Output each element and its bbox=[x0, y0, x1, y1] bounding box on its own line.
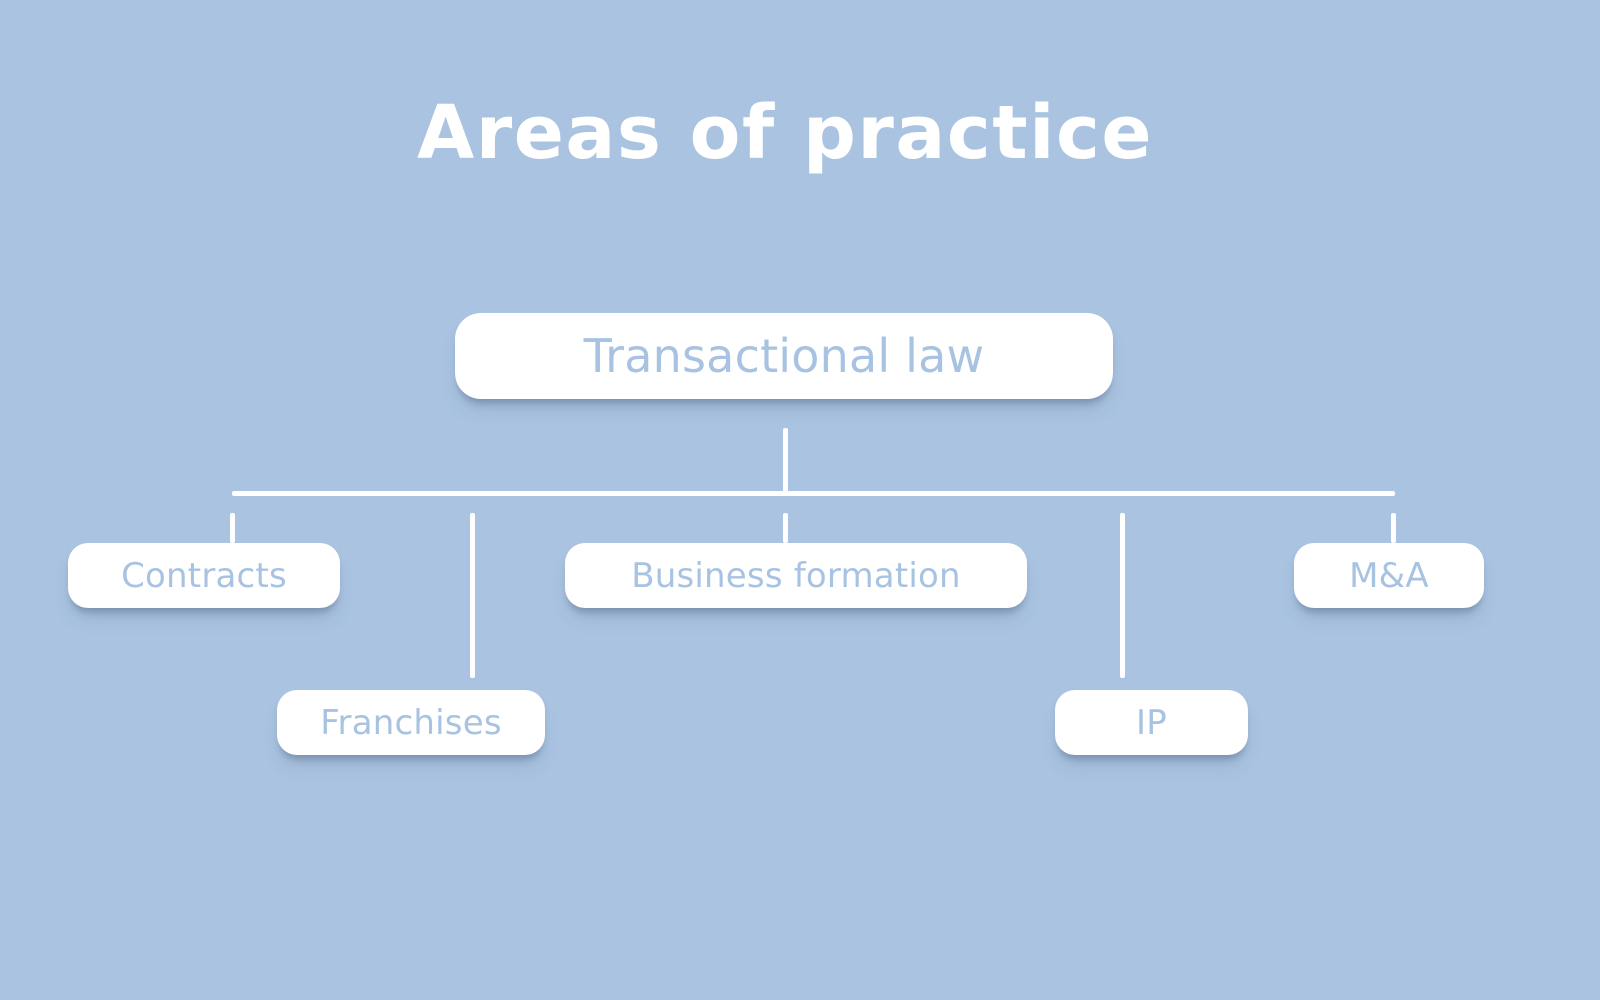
node-contracts-label: Contracts bbox=[121, 555, 287, 596]
node-business-formation-label: Business formation bbox=[631, 555, 961, 596]
connector-to-franchises bbox=[470, 513, 475, 678]
connector-to-contracts bbox=[230, 513, 235, 543]
connector-to-ip bbox=[1120, 513, 1125, 678]
connector-to-business-formation bbox=[783, 513, 788, 543]
node-franchises-label: Franchises bbox=[320, 702, 502, 743]
node-contracts[interactable]: Contracts bbox=[68, 543, 340, 608]
node-transactional-law[interactable]: Transactional law bbox=[455, 313, 1113, 399]
node-franchises[interactable]: Franchises bbox=[277, 690, 545, 755]
node-transactional-law-label: Transactional law bbox=[583, 329, 985, 383]
connector-horizontal-bus bbox=[232, 491, 1395, 496]
node-business-formation[interactable]: Business formation bbox=[565, 543, 1027, 608]
node-ip[interactable]: IP bbox=[1055, 690, 1248, 755]
node-ma[interactable]: M&A bbox=[1294, 543, 1484, 608]
connector-root-stem bbox=[783, 428, 788, 494]
node-ma-label: M&A bbox=[1349, 555, 1429, 596]
connector-to-ma bbox=[1391, 513, 1396, 543]
node-ip-label: IP bbox=[1136, 702, 1167, 743]
page-title: Areas of practice bbox=[416, 90, 1154, 176]
